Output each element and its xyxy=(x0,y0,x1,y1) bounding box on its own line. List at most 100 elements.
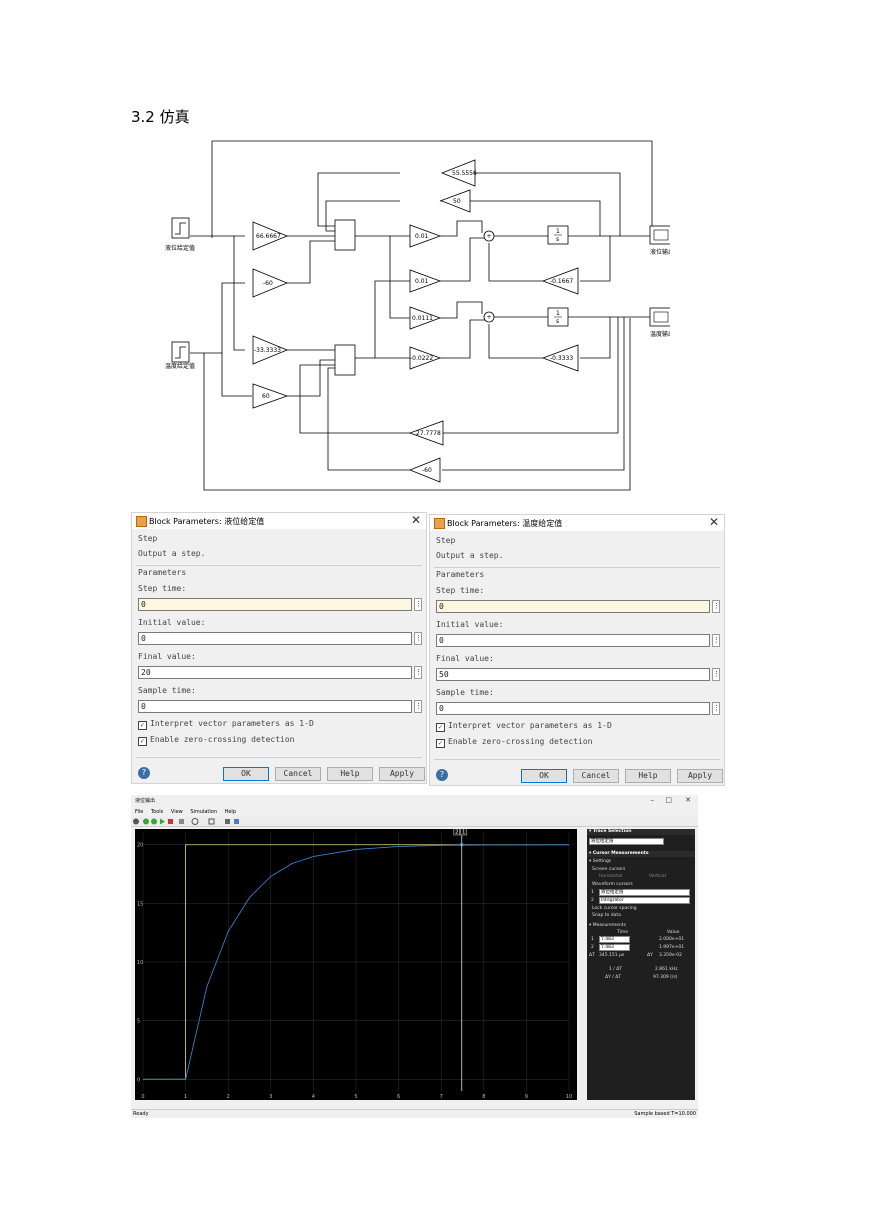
sample-time-menu-button[interactable]: ⋮ xyxy=(414,700,422,713)
waveform-cursor-2-select[interactable]: Integrator xyxy=(599,897,690,904)
block-description: Output a step. xyxy=(138,549,206,558)
initial-value-input[interactable]: 0 xyxy=(138,632,412,645)
initial-value-menu-button[interactable]: ⋮ xyxy=(414,632,422,645)
measurements-header[interactable]: ▾ Measurements xyxy=(589,923,626,928)
cursor2-time-input[interactable]: 7.483 xyxy=(599,944,630,951)
dialog-title: Block Parameters: 液位给定值 xyxy=(149,517,265,526)
dialog-titlebar: Block Parameters: 温度给定值 ✕ xyxy=(430,515,724,531)
final-value-input[interactable]: 20 xyxy=(138,666,412,679)
zero-crossing-checkbox[interactable]: ✓Enable zero-crossing detection xyxy=(436,737,593,748)
horizontal-checkbox[interactable]: Horizontal xyxy=(599,874,622,879)
initial-value-label: Initial value: xyxy=(436,620,504,629)
x-tick-label: 8 xyxy=(482,1094,485,1100)
checkbox-check-icon: ✓ xyxy=(436,739,445,748)
toolbar-icons[interactable] xyxy=(131,817,271,826)
x-tick-label: 1 xyxy=(184,1094,187,1100)
dialog-title: Block Parameters: 温度给定值 xyxy=(447,519,563,528)
screen-cursors-radio[interactable]: Screen cursors xyxy=(592,867,626,872)
menu-file[interactable]: File xyxy=(135,809,144,815)
final-value-menu-button[interactable]: ⋮ xyxy=(712,668,720,681)
trace-selection-header[interactable]: ▾ Trace Selection xyxy=(587,829,695,835)
lock-spacing-checkbox[interactable]: Lock cursor spacing xyxy=(592,906,637,911)
gain-m333-label: -33.3333 xyxy=(254,347,281,354)
gain-minus-33-3333 xyxy=(252,335,289,365)
zoom-icon[interactable] xyxy=(191,818,199,825)
settings-icon[interactable] xyxy=(133,818,139,825)
close-icon[interactable]: ✕ xyxy=(410,513,421,527)
apply-button[interactable]: Apply xyxy=(379,767,425,781)
final-value-menu-button[interactable]: ⋮ xyxy=(414,666,422,679)
integrator2-num: 1 xyxy=(556,310,560,317)
gain-66-label: 66.6667 xyxy=(256,233,281,240)
measurements-icon[interactable] xyxy=(234,819,239,824)
menu-simulation[interactable]: Simulation xyxy=(190,809,217,815)
y-tick-label: 0 xyxy=(137,1077,140,1083)
scope-title: 液位输出 xyxy=(135,798,156,804)
vertical-checkbox[interactable]: Vertical xyxy=(649,874,666,879)
cursor-measurements-header[interactable]: ▾ Cursor Measurements xyxy=(587,851,695,857)
autoscale-icon[interactable] xyxy=(208,818,215,825)
menu-view[interactable]: View xyxy=(170,809,183,815)
integrator1-den: s xyxy=(556,236,559,243)
minimize-icon[interactable]: – xyxy=(650,796,655,804)
apply-button[interactable]: Apply xyxy=(677,769,723,783)
gain-minus-0-1667 xyxy=(541,267,579,295)
interpret-vector-checkbox[interactable]: ✓Interpret vector parameters as 1-D xyxy=(436,721,612,732)
gain-minus-60a xyxy=(252,268,289,298)
gain-0-01b xyxy=(409,269,442,293)
waveform-cursors-radio[interactable]: Waveform cursors xyxy=(592,882,633,887)
help-button[interactable]: Help xyxy=(327,767,373,781)
x-tick-label: 5 xyxy=(354,1094,357,1100)
final-value-input[interactable]: 50 xyxy=(436,668,710,681)
help-button[interactable]: Help xyxy=(625,769,671,783)
maximize-icon[interactable]: □ xyxy=(665,796,672,804)
initial-value-menu-button[interactable]: ⋮ xyxy=(712,634,720,647)
menu-help[interactable]: Help xyxy=(224,809,236,815)
sample-time-input[interactable]: 0 xyxy=(138,700,412,713)
settings-header[interactable]: ▾ Settings xyxy=(589,859,612,864)
sample-time-menu-button[interactable]: ⋮ xyxy=(712,702,720,715)
step-time-input[interactable]: 0 xyxy=(138,598,412,611)
menu-tools[interactable]: Tools xyxy=(150,809,164,815)
trace-select[interactable]: 液位给定值 xyxy=(589,838,664,845)
parameters-group-label: Parameters xyxy=(138,568,187,577)
gain-50-label: 50 xyxy=(453,198,461,205)
cursor1-time-input[interactable]: 7.483 xyxy=(599,936,630,943)
sum-block-1 xyxy=(483,230,495,242)
delta-y-value: 3.359e-02 xyxy=(659,953,683,958)
help-icon[interactable]: ? xyxy=(138,767,150,779)
gain-277-label: 27.7778 xyxy=(416,430,441,437)
initial-value-input[interactable]: 0 xyxy=(436,634,710,647)
step-block-level xyxy=(171,217,190,239)
step-time-input[interactable]: 0 xyxy=(436,600,710,613)
style-icon[interactable] xyxy=(225,819,230,824)
interpret-vector-checkbox[interactable]: ✓Interpret vector parameters as 1-D xyxy=(138,719,314,730)
run-icon[interactable] xyxy=(143,818,149,825)
step-time-menu-button[interactable]: ⋮ xyxy=(712,600,720,613)
step1-label: 液位给定值 xyxy=(165,244,195,252)
step-time-menu-button[interactable]: ⋮ xyxy=(414,598,422,611)
cancel-button[interactable]: Cancel xyxy=(275,767,321,781)
waveform-cursor-1-select[interactable]: 液位给定值 xyxy=(599,889,690,896)
stop-icon[interactable] xyxy=(168,819,173,824)
checkbox-check-icon: ✓ xyxy=(436,723,445,732)
step-forward-icon[interactable] xyxy=(151,818,157,825)
sample-time-input[interactable]: 0 xyxy=(436,702,710,715)
gain-m60a-label: -60 xyxy=(263,280,273,287)
row1-idx: 1 xyxy=(591,937,594,942)
x-tick-label: 4 xyxy=(312,1094,315,1100)
snap-to-data-checkbox[interactable]: Snap to data xyxy=(592,913,621,918)
highlight-icon[interactable] xyxy=(179,819,184,824)
zero-crossing-checkbox[interactable]: ✓Enable zero-crossing detection xyxy=(138,735,295,746)
close-icon[interactable]: ✕ xyxy=(708,515,719,529)
ok-button[interactable]: OK xyxy=(223,767,269,781)
final-value-label: Final value: xyxy=(138,652,196,661)
help-icon[interactable]: ? xyxy=(436,769,448,781)
y-tick-label: 15 xyxy=(137,901,143,907)
scope-block-level xyxy=(649,225,670,245)
cancel-button[interactable]: Cancel xyxy=(573,769,619,783)
ok-button[interactable]: OK xyxy=(521,769,567,783)
play-icon[interactable] xyxy=(160,818,165,825)
close-icon[interactable]: ✕ xyxy=(685,796,691,804)
